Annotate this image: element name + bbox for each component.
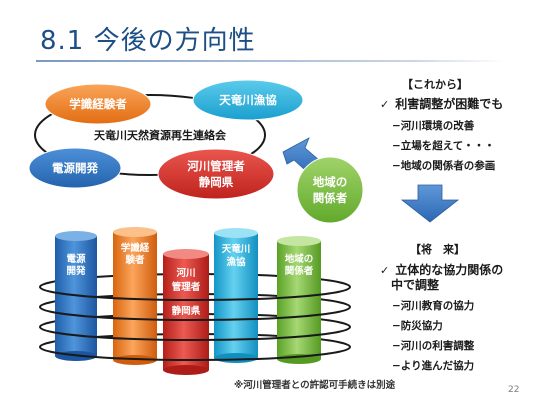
check-icon: ✓: [380, 264, 390, 277]
future-header: 【将 来】: [410, 243, 465, 256]
pillar-power-line2: 開発: [66, 265, 86, 277]
current-header: 【これから】: [402, 78, 468, 91]
future-bullet-line2: 中で調整: [391, 278, 440, 292]
check-icon: ✓: [380, 98, 390, 111]
slide-title: 8.1 今後の方向性: [40, 26, 256, 56]
future-item-4: −より進んだ協力: [392, 360, 475, 372]
node-power-label: 電源開発: [52, 161, 98, 175]
node-local-line1: 地域の: [313, 175, 348, 189]
future-bullet-line1: 立体的な協力関係の: [395, 263, 504, 277]
pillar-power-line1: 電源: [66, 253, 86, 265]
current-item-2: −立場を超えて・・・: [392, 140, 495, 152]
node-fishery: 天竜川漁協: [192, 79, 304, 121]
pillar-river-admin-line2: 管理者: [172, 281, 201, 293]
node-academics: 学識経験者: [44, 83, 152, 125]
liaison-council-label: 天竜川天然資源再生連絡会: [94, 128, 227, 142]
current-item-3: −地域の関係者の参画: [392, 160, 496, 172]
node-fishery-label: 天竜川漁協: [219, 93, 277, 107]
node-power: 電源開発: [28, 147, 122, 189]
pillar-local: 地域の 関係者: [277, 236, 321, 364]
node-local: 地域の 関係者: [296, 156, 364, 224]
pillar-local-line2: 関係者: [285, 265, 314, 277]
footnote: ※河川管理者との許認可手続きは別途: [234, 380, 396, 391]
pillar-academics: 学識経 験者: [113, 227, 157, 365]
network-ring: [34, 94, 266, 176]
pillar-river-admin: 河川 管理者 静岡県: [163, 249, 209, 375]
future-item-2: −防災協力: [392, 320, 443, 332]
pillar-local-line1: 地域の: [285, 253, 314, 265]
pillar-river-admin-line1: 河川: [176, 267, 195, 279]
ring-front-arcs: [39, 286, 351, 361]
node-river-admin-line1: 河川管理者: [187, 159, 245, 173]
future-item-3: −河川の利害調整: [392, 340, 475, 352]
current-item-1: −河川環境の改善: [392, 120, 475, 132]
node-river-admin-line2: 静岡県: [199, 175, 234, 189]
pillar-academics-line1: 学識経: [121, 242, 150, 254]
node-academics-label: 学識経験者: [69, 97, 127, 111]
pillar-fishery-line2: 漁協: [226, 256, 246, 268]
future-bullet: ✓ 立体的な協力関係の: [380, 261, 503, 278]
current-bullet-text: 利害調整が困難でも: [395, 97, 504, 111]
down-arrow-icon: [400, 184, 460, 223]
future-item-1: −河川教育の協力: [392, 300, 475, 312]
pillar-fishery: 天竜川 漁協: [214, 228, 258, 363]
page-number: 22: [508, 385, 520, 395]
pillar-fishery-line1: 天竜川: [222, 243, 251, 255]
title-underline: [36, 60, 506, 62]
pillar-river-admin-line3: 静岡県: [172, 305, 201, 317]
pillar-academics-line2: 験者: [124, 254, 145, 266]
node-river-admin: 河川管理者 静岡県: [157, 148, 275, 200]
current-bullet: ✓ 利害調整が困難でも: [380, 95, 503, 112]
node-local-line2: 関係者: [313, 191, 348, 205]
